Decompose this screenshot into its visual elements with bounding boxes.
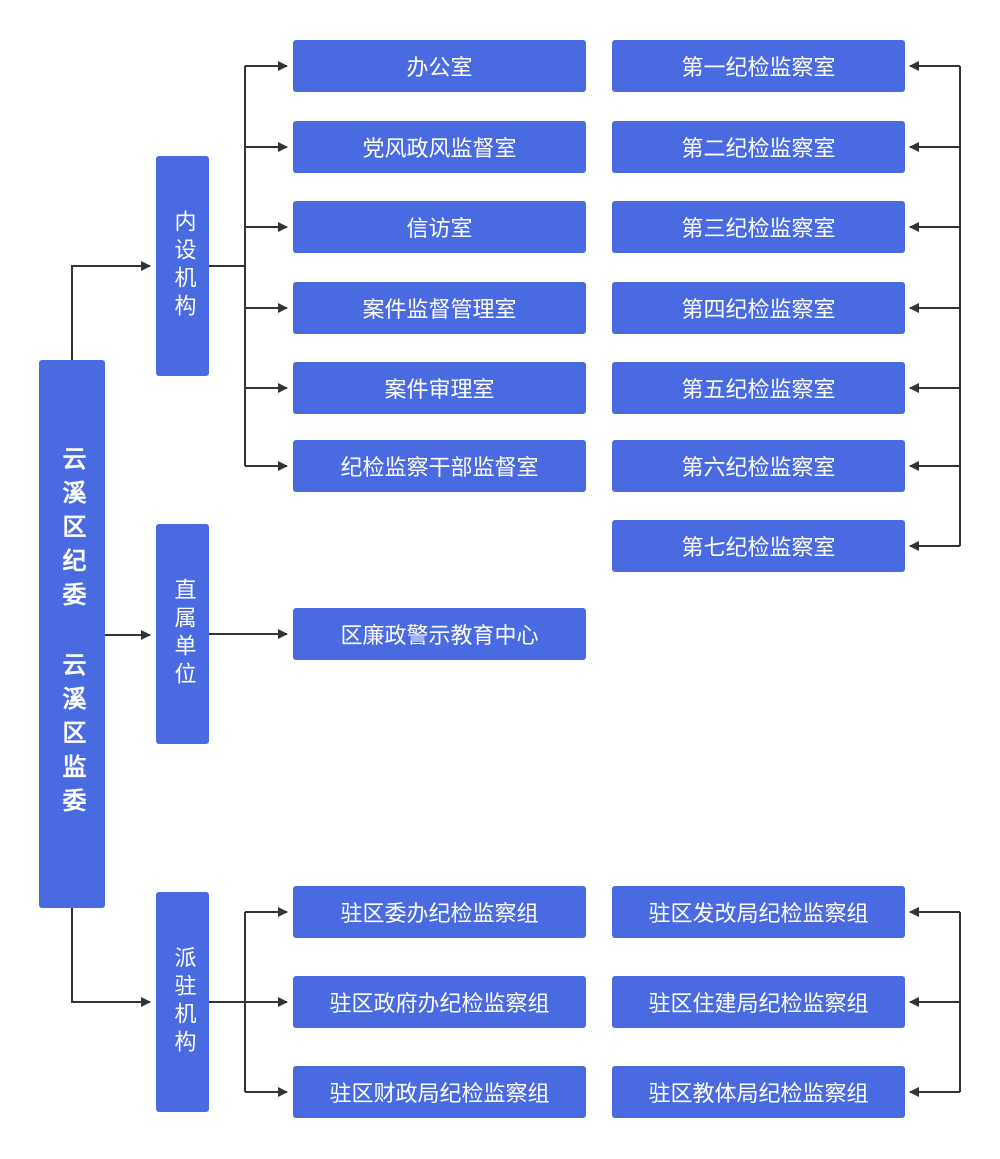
unit-box: 驻区发改局纪检监察组 — [612, 886, 905, 938]
category-dispatched-label: 派驻机构 — [170, 946, 196, 1058]
root-node: 云溪区纪委 云溪区监委 — [39, 360, 105, 908]
unit-box: 第一纪检监察室 — [612, 40, 905, 92]
unit-label: 驻区政府办纪检监察组 — [329, 992, 550, 1017]
unit-box: 驻区住建局纪检监察组 — [612, 976, 905, 1028]
unit-box: 第三纪检监察室 — [612, 201, 905, 253]
connector-root-internal — [71, 261, 151, 360]
unit-box: 驻区委办纪检监察组 — [293, 886, 586, 938]
unit-box: 案件审理室 — [293, 362, 586, 414]
unit-label: 第二纪检监察室 — [681, 137, 836, 162]
unit-label: 第三纪检监察室 — [681, 217, 836, 242]
unit-label: 驻区住建局纪检监察组 — [648, 992, 869, 1017]
unit-label: 第六纪检监察室 — [681, 456, 836, 481]
category-dispatched: 派驻机构 — [156, 892, 209, 1112]
unit-box: 第四纪检监察室 — [612, 282, 905, 334]
unit-label: 驻区发改局纪检监察组 — [648, 902, 869, 927]
unit-box: 案件监督管理室 — [293, 282, 586, 334]
unit-box: 纪检监察干部监督室 — [293, 440, 586, 492]
root-label-line2: 云溪区监委 — [58, 652, 86, 822]
connector-root-dispatched — [71, 908, 151, 1007]
category-direct: 直属单位 — [156, 524, 209, 744]
unit-box: 党风政风监督室 — [293, 121, 586, 173]
unit-box: 信访室 — [293, 201, 586, 253]
unit-box: 第二纪检监察室 — [612, 121, 905, 173]
root-label-line1: 云溪区纪委 — [58, 446, 86, 616]
unit-box: 驻区财政局纪检监察组 — [293, 1066, 586, 1118]
unit-box: 第七纪检监察室 — [612, 520, 905, 572]
unit-label: 案件审理室 — [384, 378, 495, 403]
unit-box: 第五纪检监察室 — [612, 362, 905, 414]
category-direct-label: 直属单位 — [170, 578, 196, 690]
unit-label: 第四纪检监察室 — [681, 298, 836, 323]
unit-box: 第六纪检监察室 — [612, 440, 905, 492]
unit-label: 纪检监察干部监督室 — [340, 456, 539, 481]
unit-label: 驻区财政局纪检监察组 — [329, 1082, 550, 1107]
unit-label: 党风政风监督室 — [362, 137, 517, 162]
unit-label: 区廉政警示教育中心 — [340, 624, 539, 649]
unit-label: 驻区委办纪检监察组 — [340, 902, 539, 927]
category-internal: 内设机构 — [156, 156, 209, 376]
unit-label: 第五纪检监察室 — [681, 378, 836, 403]
unit-label: 办公室 — [406, 56, 473, 81]
unit-label: 驻区教体局纪检监察组 — [648, 1082, 869, 1107]
unit-label: 信访室 — [406, 217, 473, 242]
unit-box: 驻区政府办纪检监察组 — [293, 976, 586, 1028]
category-internal-label: 内设机构 — [170, 210, 196, 322]
unit-label: 第一纪检监察室 — [681, 56, 836, 81]
unit-label: 案件监督管理室 — [362, 298, 517, 323]
unit-box: 区廉政警示教育中心 — [293, 608, 586, 660]
unit-box: 办公室 — [293, 40, 586, 92]
unit-label: 第七纪检监察室 — [681, 536, 836, 561]
unit-box: 驻区教体局纪检监察组 — [612, 1066, 905, 1118]
